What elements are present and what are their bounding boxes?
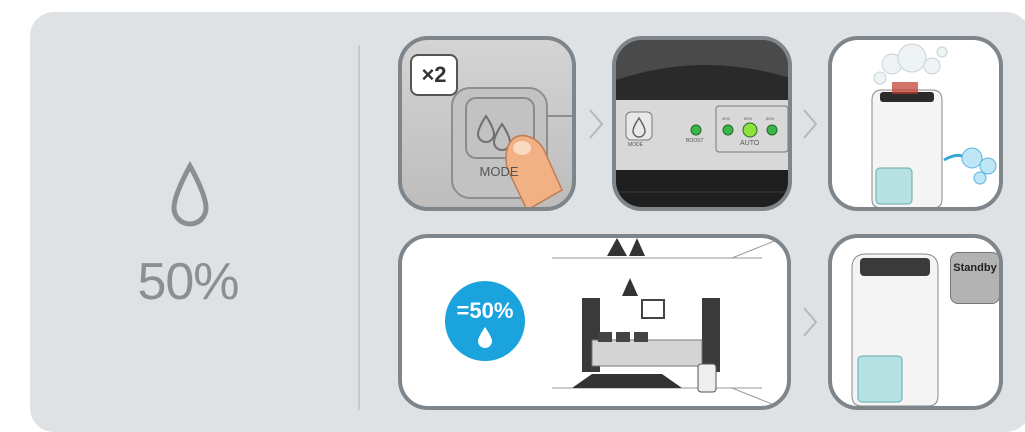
- setting-drop-icon: [130, 160, 250, 245]
- dehumidifier-working-illustration: [832, 40, 1003, 211]
- control-panel-illustration: [616, 40, 792, 211]
- standby-status-badge: Standby: [950, 252, 1000, 304]
- setting-value: 50%: [118, 252, 258, 312]
- panel-level-mid: 50%: [744, 116, 752, 121]
- step-room-humidity-card: =50%: [398, 234, 791, 410]
- press-twice-tag: ×2: [410, 54, 458, 96]
- chevron-right-icon: [800, 106, 820, 142]
- panel-auto-label: AUTO: [740, 140, 759, 147]
- chevron-right-icon: [800, 304, 820, 340]
- step-standby-card: Standby: [828, 234, 1003, 410]
- standby-status-label: Standby: [951, 262, 999, 274]
- panel-level-low: 40%: [722, 116, 730, 121]
- chevron-right-icon: [586, 106, 606, 142]
- drop-icon: [475, 326, 495, 348]
- step-dehumidifying-card: [828, 36, 1003, 211]
- panel-level-high: 60%: [766, 116, 774, 121]
- panel-mode-label: MODE: [628, 142, 643, 148]
- step-press-mode-card: ×2 MODE: [398, 36, 576, 211]
- step-control-panel-card: MODE BOOST 40% 50% 60% AUTO: [612, 36, 792, 211]
- press-twice-label: ×2: [421, 62, 446, 87]
- panel-boost-label: BOOST: [686, 138, 704, 144]
- divider: [358, 45, 360, 410]
- mode-button-label: MODE: [464, 164, 534, 179]
- humidity-target-badge: =50%: [445, 281, 525, 361]
- humidity-target-value: =50%: [445, 298, 525, 324]
